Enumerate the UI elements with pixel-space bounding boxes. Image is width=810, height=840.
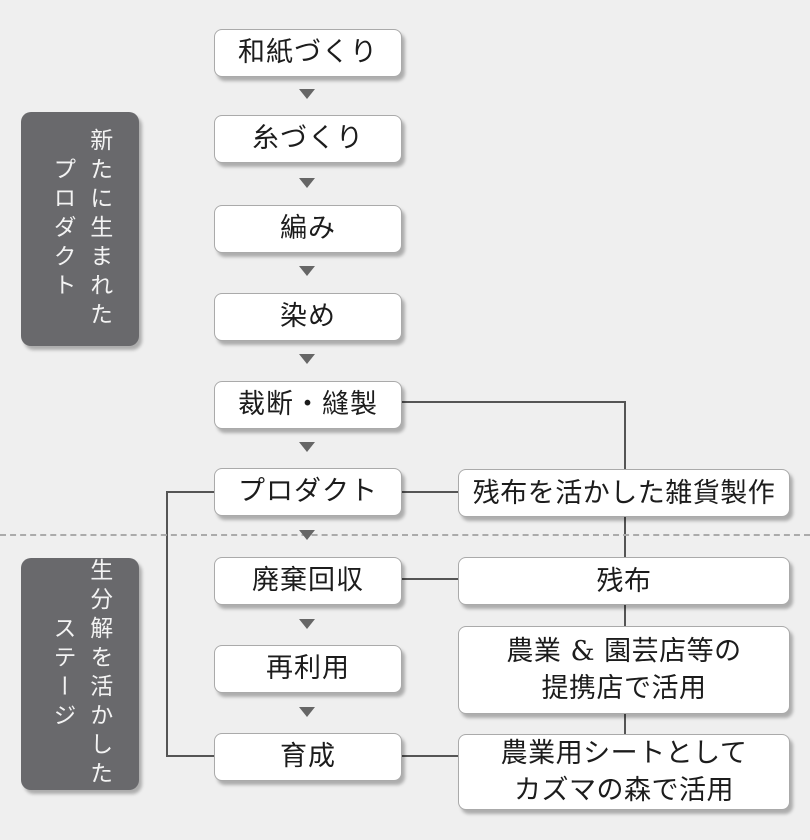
flow-step-product: プロダクト <box>214 468 402 516</box>
flow-step-waste-collection: 廃棄回収 <box>214 557 402 605</box>
flow-step-label: 和紙づくり <box>238 37 378 69</box>
connector-zanpu-to-partner <box>624 605 626 626</box>
arrow-down-icon <box>299 354 315 364</box>
flow-step-reuse: 再利用 <box>214 645 402 693</box>
side-label-new-product: 新たに生まれた プロダクト <box>21 112 139 346</box>
side-label-line: 新たに生まれた <box>85 127 112 331</box>
flow-step-label: 再利用 <box>266 653 350 685</box>
arrow-down-icon <box>299 707 315 717</box>
flow-step-knitting: 編み <box>214 205 402 253</box>
flow-step-label: 育成 <box>280 741 336 773</box>
side-box-label: 残布 <box>596 565 652 597</box>
connector-partner-to-sheet <box>624 714 626 734</box>
side-box-label: 残布を活かした雑貨製作 <box>472 477 776 509</box>
side-label-line: ステージ <box>49 616 75 732</box>
divider-dashed-line <box>0 534 810 536</box>
connector-loop-top <box>166 491 214 493</box>
connector-cutting-to-right-column <box>402 401 626 403</box>
side-label-new-product-text: 新たに生まれた プロダクト <box>43 128 117 331</box>
side-label-biodegradation-stage: 生分解を活かした ステージ <box>21 558 139 790</box>
side-label-line: 生分解を活かした <box>85 558 112 790</box>
flow-step-cutting-sewing: 裁断・縫製 <box>214 381 402 429</box>
side-box-leftover-cloth-goods: 残布を活かした雑貨製作 <box>458 469 790 517</box>
side-box-label-line: 農業用シートとして <box>500 738 748 769</box>
side-box-partner-stores: 農業 & 園芸店等の 提携店で活用 <box>458 626 790 714</box>
side-box-label-line: 農業 & 園芸店等の <box>506 636 742 667</box>
connector-product-to-goods <box>402 491 458 493</box>
flow-step-label: プロダクト <box>238 476 378 508</box>
flow-step-label: 糸づくり <box>252 123 364 155</box>
side-label-biodegradation-stage-text: 生分解を活かした ステージ <box>43 558 117 790</box>
flow-step-label: 廃棄回収 <box>252 565 364 597</box>
flow-step-label: 染め <box>280 301 336 333</box>
connector-growing-to-sheet <box>402 755 458 757</box>
connector-loop-vertical <box>166 491 168 757</box>
arrow-down-icon <box>299 530 315 540</box>
connector-waste-to-zanpu <box>400 578 458 580</box>
flow-step-label: 裁断・縫製 <box>238 389 378 421</box>
arrow-down-icon <box>299 619 315 629</box>
flow-step-growing: 育成 <box>214 733 402 781</box>
flow-step-thread-making: 糸づくり <box>214 115 402 163</box>
flow-step-washi-making: 和紙づくり <box>214 29 402 77</box>
side-label-line: プロダクト <box>49 156 75 302</box>
arrow-down-icon <box>299 178 315 188</box>
side-box-agricultural-sheet: 農業用シートとして カズマの森で活用 <box>458 734 790 810</box>
side-box-label-line: カズマの森で活用 <box>514 775 734 806</box>
side-box-label-line: 提携店で活用 <box>541 673 707 704</box>
arrow-down-icon <box>299 266 315 276</box>
side-box-leftover-cloth: 残布 <box>458 557 790 605</box>
arrow-down-icon <box>299 89 315 99</box>
flow-step-dyeing: 染め <box>214 293 402 341</box>
arrow-down-icon <box>299 442 315 452</box>
connector-loop-bottom <box>166 755 214 757</box>
flow-step-label: 編み <box>280 213 336 245</box>
